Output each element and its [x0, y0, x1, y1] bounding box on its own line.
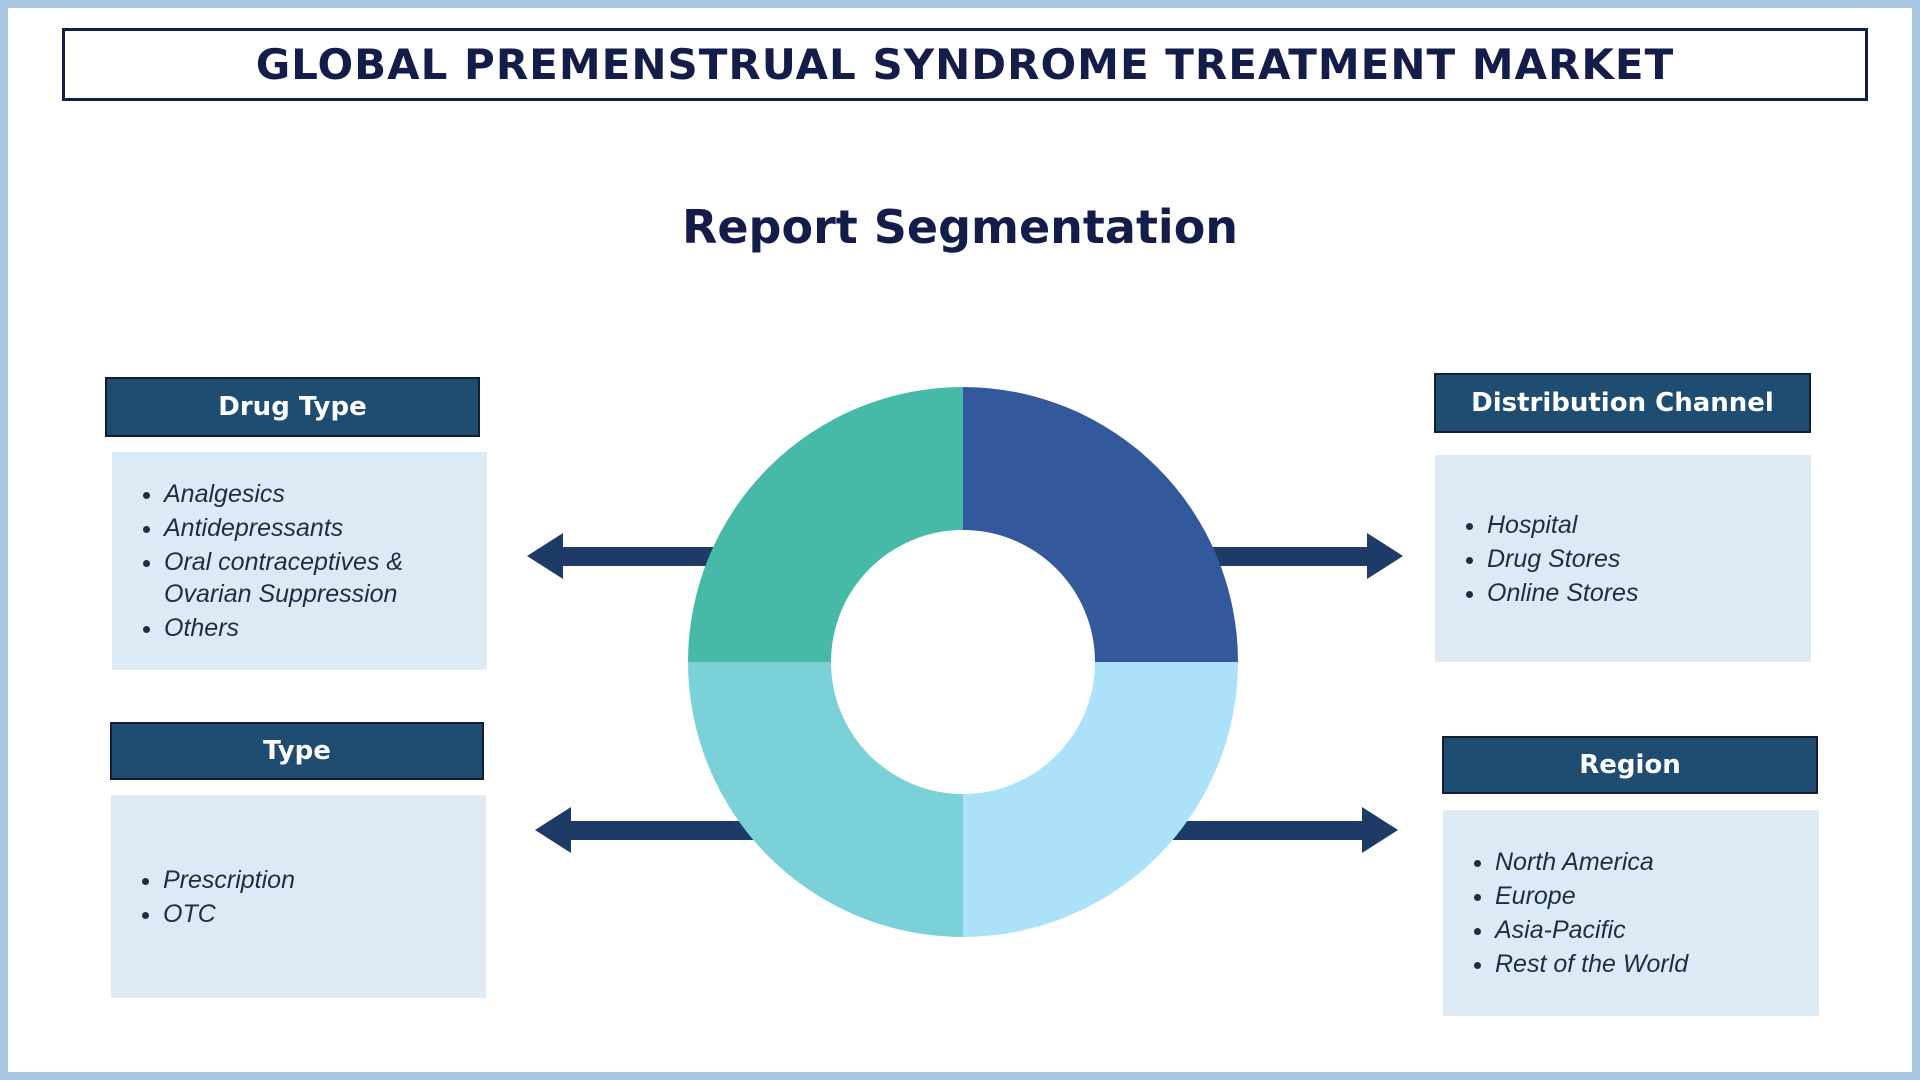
distribution-channel-list: HospitalDrug StoresOnline Stores: [1435, 507, 1652, 611]
type-list: PrescriptionOTC: [111, 862, 309, 932]
list-item: Oral contraceptives & Ovarian Suppressio…: [164, 546, 473, 610]
distribution-channel-panel: HospitalDrug StoresOnline Stores: [1435, 455, 1811, 662]
region-label: Region: [1579, 750, 1681, 780]
subtitle: Report Segmentation: [681, 200, 1239, 254]
donut-hole: [831, 530, 1095, 794]
drug-type-label: Drug Type: [218, 392, 367, 422]
drug-type-panel: AnalgesicsAntidepressantsOral contracept…: [112, 452, 487, 670]
region-header: Region: [1442, 736, 1818, 794]
arrowhead-right-icon: [1362, 807, 1398, 853]
arrowhead-left-icon: [527, 533, 563, 579]
region-list: North AmericaEuropeAsia-PacificRest of t…: [1443, 844, 1702, 982]
region-panel: North AmericaEuropeAsia-PacificRest of t…: [1443, 810, 1819, 1016]
drug-type-list: AnalgesicsAntidepressantsOral contracept…: [112, 476, 487, 646]
type-label: Type: [263, 736, 331, 766]
list-item: Others: [164, 612, 473, 644]
type-panel: PrescriptionOTC: [111, 795, 486, 998]
page-title: GLOBAL PREMENSTRUAL SYNDROME TREATMENT M…: [255, 40, 1675, 89]
donut-chart: [688, 387, 1238, 937]
list-item: Hospital: [1487, 509, 1638, 541]
list-item: Antidepressants: [164, 512, 473, 544]
list-item: Rest of the World: [1495, 948, 1688, 980]
list-item: Drug Stores: [1487, 543, 1638, 575]
list-item: Asia-Pacific: [1495, 914, 1688, 946]
drug-type-header: Drug Type: [105, 377, 480, 437]
list-item: Online Stores: [1487, 577, 1638, 609]
distribution-channel-label: Distribution Channel: [1471, 388, 1774, 418]
list-item: Europe: [1495, 880, 1688, 912]
type-header: Type: [110, 722, 484, 780]
arrowhead-left-icon: [535, 807, 571, 853]
list-item: Prescription: [163, 864, 295, 896]
list-item: OTC: [163, 898, 295, 930]
list-item: North America: [1495, 846, 1688, 878]
arrowhead-right-icon: [1367, 533, 1403, 579]
list-item: Analgesics: [164, 478, 473, 510]
distribution-channel-header: Distribution Channel: [1434, 373, 1811, 433]
title-banner: GLOBAL PREMENSTRUAL SYNDROME TREATMENT M…: [62, 28, 1868, 101]
